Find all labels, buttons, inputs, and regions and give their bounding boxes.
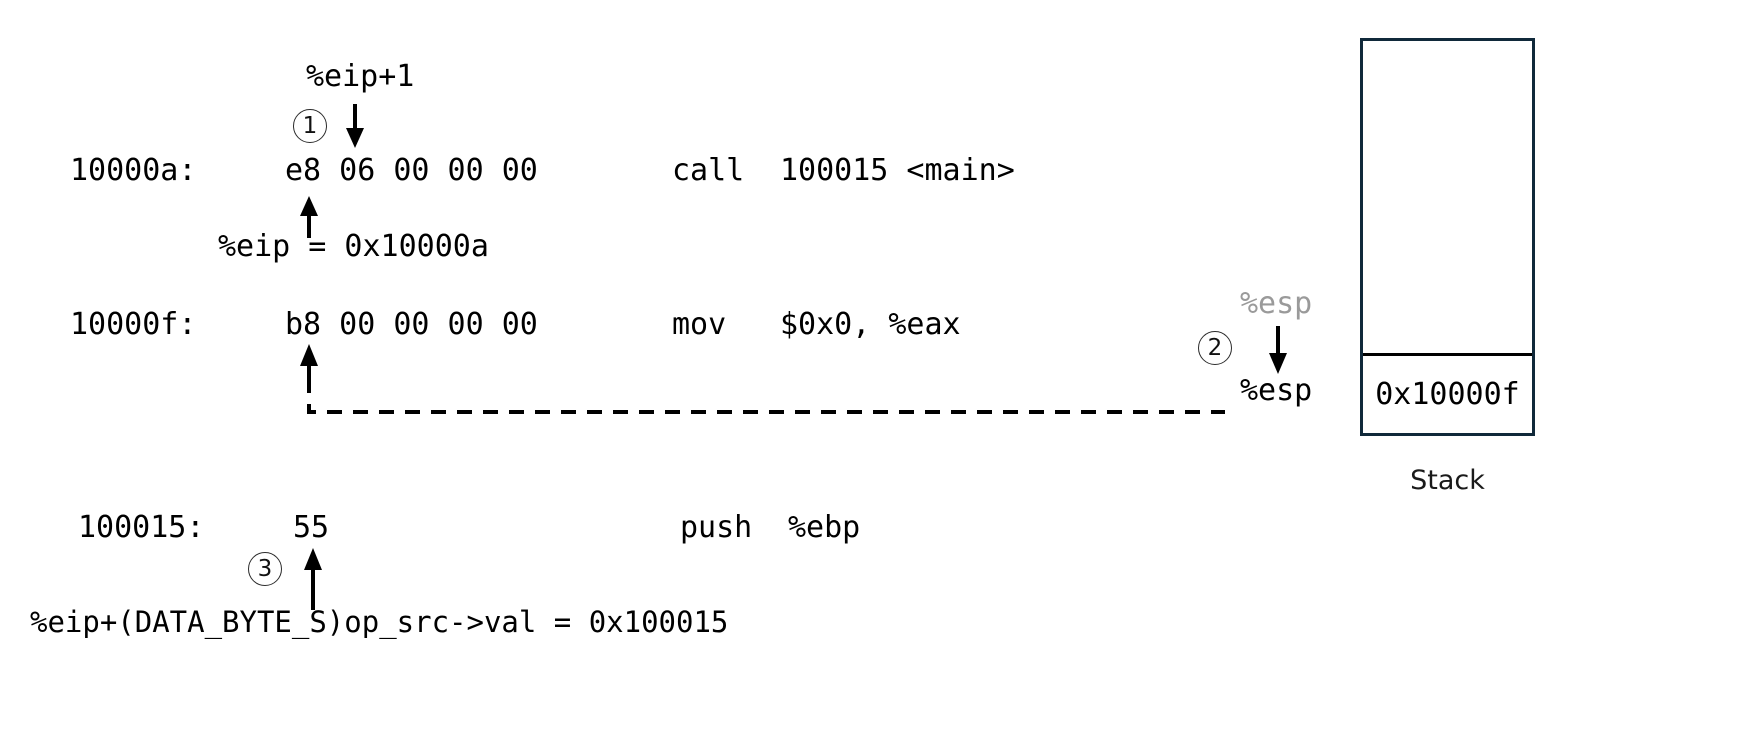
bottom-caption: %eip+(DATA_BYTE_S)op_src->val = 0x100015 xyxy=(30,605,729,639)
instruction-operands-0: 100015 <main> xyxy=(780,153,1015,188)
instruction-mnemonic-2: push xyxy=(680,510,753,545)
stack-box: 0x10000f xyxy=(1360,38,1535,436)
step-marker-1: 1 xyxy=(293,109,327,143)
eip-value-label: %eip = 0x10000a xyxy=(218,229,489,264)
arrow-down-to-opcode-icon xyxy=(346,104,364,148)
stack-caption-label: Stack xyxy=(1410,465,1485,496)
instruction-bytes-0: e8 06 00 00 00 xyxy=(285,153,538,188)
instruction-mnemonic-0: call xyxy=(672,153,745,188)
instruction-mnemonic-1: mov xyxy=(672,307,727,342)
step-marker-2: 2 xyxy=(1198,331,1232,365)
instruction-operands-2: %ebp xyxy=(788,510,861,545)
eip-plus-one-label: %eip+1 xyxy=(306,59,415,94)
step-marker-3: 3 xyxy=(248,552,282,586)
arrow-down-esp-decrement-icon xyxy=(1269,326,1287,374)
arrow-up-to-eip-icon xyxy=(300,196,318,238)
dashed-return-address-leader-icon xyxy=(307,378,1225,414)
esp-old-label: %esp xyxy=(1240,286,1313,321)
instruction-address-2: 100015: xyxy=(78,510,205,545)
stack-cell-return-address: 0x10000f xyxy=(1375,377,1520,412)
instruction-bytes-1: b8 00 00 00 00 xyxy=(285,307,538,342)
instruction-bytes-2: 55 xyxy=(293,510,330,545)
arrow-up-new-eip-icon xyxy=(304,548,322,610)
esp-new-label: %esp xyxy=(1240,373,1313,408)
instruction-address-1: 10000f: xyxy=(70,307,197,342)
instruction-operands-1: $0x0, %eax xyxy=(780,307,961,342)
instruction-address-0: 10000a: xyxy=(70,153,197,188)
stack-cell-empty xyxy=(1363,41,1532,356)
